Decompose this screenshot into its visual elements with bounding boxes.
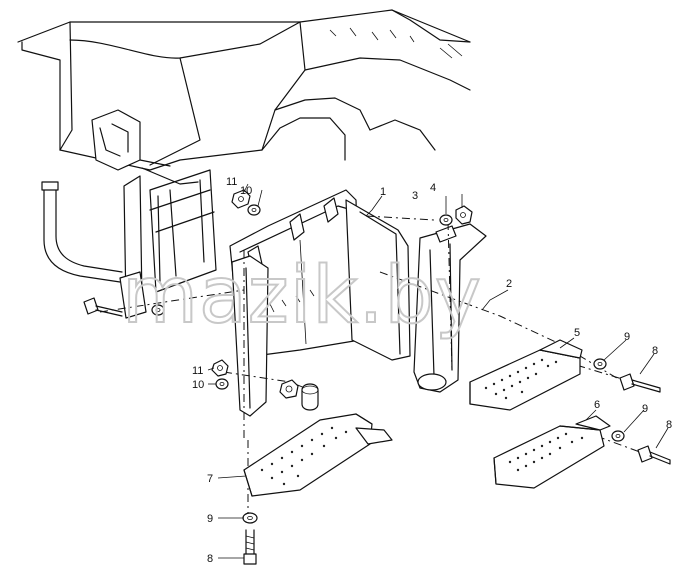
- washer-9-step5: [593, 358, 607, 370]
- washer-9-step6: [611, 430, 625, 442]
- callout-labels: 1 2 3 4 5 6 7 8 8 8 9 9 9 10 10 11 11: [192, 176, 672, 565]
- step-plate-7-tread: [260, 426, 348, 486]
- callout-10-upper: 10: [240, 185, 252, 197]
- washer-3: [439, 214, 453, 226]
- nut-11-lower: [211, 359, 229, 377]
- callout-8-step7: 8: [207, 553, 213, 565]
- left-mounting-bracket: [91, 109, 217, 319]
- washer-10-lower: [215, 378, 229, 390]
- callout-8-step6: 8: [666, 419, 672, 431]
- callout-11-upper: 11: [226, 176, 237, 188]
- bolt-8-step5: [619, 373, 661, 393]
- callout-9-step6: 9: [642, 403, 648, 415]
- bolt-8-step6: [637, 445, 671, 465]
- callout-11-lower: 11: [192, 365, 203, 377]
- callout-4: 4: [430, 182, 436, 194]
- callout-10-lower: 10: [192, 379, 204, 391]
- spacer-bushing: [301, 383, 319, 411]
- bolt-left: [83, 297, 123, 317]
- nut-11-upper: [231, 189, 251, 209]
- site-watermark: mazik.by: [122, 251, 482, 341]
- callout-5: 5: [574, 327, 580, 339]
- step-plate-7: [243, 413, 393, 497]
- nut-center: [279, 379, 299, 399]
- step-plate-6-tread: [508, 432, 584, 472]
- callout-7: 7: [207, 473, 213, 485]
- step-plate-6: [493, 415, 611, 489]
- callout-9-step7: 9: [207, 513, 213, 525]
- nut-4: [455, 205, 473, 225]
- callout-leaders: [207, 183, 669, 559]
- left-step-upright: [231, 255, 269, 417]
- callout-8-step5: 8: [652, 345, 658, 357]
- grab-handle-rail: [41, 181, 123, 283]
- callout-9-step5: 9: [624, 331, 630, 343]
- washer-9-step7: [242, 512, 258, 524]
- callout-3: 3: [412, 190, 418, 202]
- tractor-body-outline: [17, 9, 471, 171]
- washer-10-upper: [247, 204, 261, 216]
- bolt-8-step7: [243, 529, 257, 565]
- bracket-flange: [413, 223, 487, 393]
- step-plate-5-tread: [484, 358, 558, 400]
- step-plate-5: [469, 339, 583, 411]
- assembly-center-lines: [99, 215, 649, 520]
- callout-6: 6: [594, 399, 600, 411]
- callout-1: 1: [380, 186, 386, 198]
- washer-left: [151, 304, 165, 316]
- callout-2: 2: [506, 278, 512, 290]
